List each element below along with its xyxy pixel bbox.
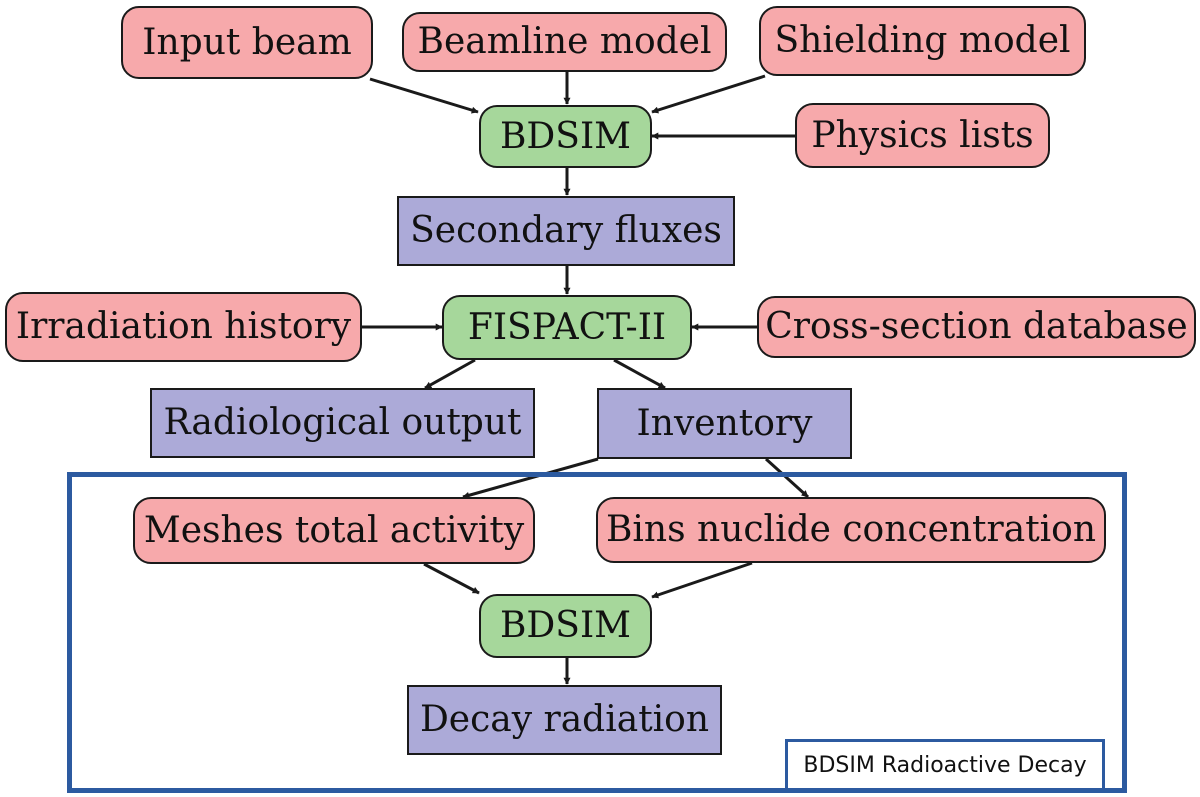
node-bdsim-bottom: BDSIM: [479, 594, 652, 658]
node-beamline-model: Beamline model: [402, 12, 727, 72]
node-inventory: Inventory: [597, 388, 852, 459]
node-secondary-fluxes: Secondary fluxes: [397, 196, 735, 266]
arrow-inventory-to-bins: [764, 457, 810, 499]
node-input-beam: Input beam: [121, 6, 373, 79]
node-irradiation-history: Irradiation history: [5, 292, 362, 362]
arrow-fispact-to-inventory: [613, 358, 666, 390]
node-bins-nuclide-concentration: Bins nuclide concentration: [596, 497, 1106, 563]
node-radiological-output: Radiological output: [150, 388, 535, 458]
node-decay-radiation: Decay radiation: [407, 685, 722, 755]
node-bdsim-top: BDSIM: [479, 105, 652, 168]
arrow-shielding-to-bdsim: [651, 74, 766, 114]
node-cross-section-database: Cross-section database: [757, 296, 1196, 358]
arrow-input-beam-to-bdsim: [369, 77, 479, 114]
radioactive-decay-frame: [67, 472, 1127, 793]
node-fispact: FISPACT-II: [442, 295, 692, 360]
node-shielding-model: Shielding model: [759, 6, 1086, 76]
node-meshes-total-activity: Meshes total activity: [133, 497, 535, 564]
arrow-bins-to-bdsim: [651, 561, 753, 599]
radioactive-decay-frame-label: BDSIM Radioactive Decay: [785, 739, 1105, 791]
arrow-inventory-to-meshes: [462, 457, 599, 499]
arrow-meshes-to-bdsim: [423, 562, 480, 595]
node-physics-lists: Physics lists: [795, 103, 1050, 168]
arrow-fispact-to-radiological: [424, 358, 476, 390]
